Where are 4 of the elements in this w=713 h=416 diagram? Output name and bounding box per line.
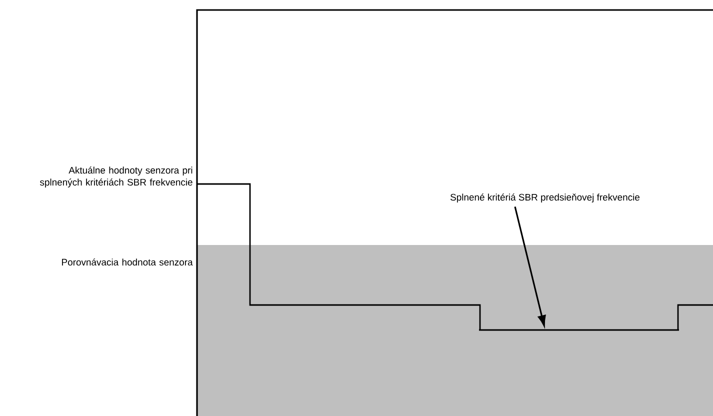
axis-label: Porovnávacia hodnota senzora [62, 258, 193, 266]
axis-label: Aktuálne hodnoty senzora pri splnených kritériách SBR frekvencie [40, 166, 192, 188]
callout-text: Splnené kritériá SBR predsieňovej frekvencie [450, 194, 640, 202]
arrow [514, 206, 546, 326]
